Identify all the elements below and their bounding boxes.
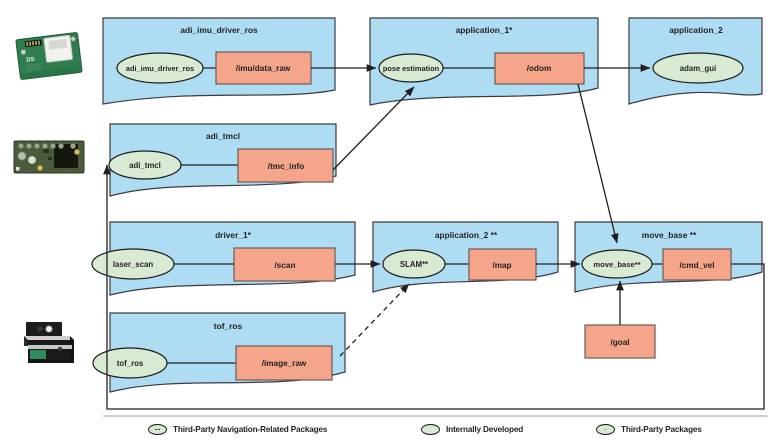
topic-box-image-raw[interactable] [235,345,333,381]
imu-board-svg: DS [15,32,83,80]
edge-cmd-vel-feedback-loop [106,165,765,410]
panel-title: move_base ** [642,230,697,240]
panel-adi-imu-driver-ros[interactable]: adi_imu_driver_ros adi_imu_driver_ros /i… [102,17,336,105]
node-ellipse-adam-gui[interactable] [652,52,744,84]
tmcl-board-svg [13,140,85,174]
node-label: tof_ros [117,359,144,368]
legend: Third-Party Navigation-Related Packages … [0,418,770,445]
panel-tof-ros[interactable]: tof_ros tof_ros /image_raw [92,312,346,393]
node-label: move_base** [593,260,640,269]
topic-label: /goal [610,338,629,347]
legend-item-third-party[interactable]: Third-Party Packages [596,424,702,435]
topic-label: /odom [527,64,552,73]
node-ellipse-adi-imu-driver-ros[interactable] [116,52,204,84]
edge-layer [103,64,765,410]
tof-board-image [12,316,86,380]
node-label: laser_scan [113,260,154,269]
panel-title: adi_tmcl [206,131,240,141]
panel-application-2-top[interactable]: application_2 adam_gui [628,17,763,105]
panel-move-base[interactable]: move_base ** move_base** /cmd_vel [574,221,763,293]
topic-box-imu-data-raw[interactable] [215,51,312,85]
node-ellipse-pose-estimation[interactable] [378,53,444,83]
imu-board-image: DS [10,26,88,86]
node-label: pose estimation [383,64,440,73]
panel-application-1[interactable]: application_1* pose estimation /odom [369,17,599,106]
legend-item-third-party-nav[interactable]: Third-Party Navigation-Related Packages [148,424,327,435]
node-ellipse-tof-ros[interactable] [92,347,168,379]
topic-box-scan[interactable] [233,247,336,282]
panel-title: driver_1* [215,230,252,240]
legend-item-internally-developed[interactable]: Internally Developed [421,424,523,435]
tof-board-svg [24,322,74,363]
topic-label: /cmd_vel [679,261,714,270]
svg-text:DS: DS [26,57,35,64]
topic-label: /imu/data_raw [236,64,291,73]
ellipse-two-dots-icon [148,424,167,435]
topic-goal-group[interactable]: /goal [584,324,656,359]
panel-adi-tmcl[interactable]: adi_tmcl adi_tmcl /tmc_info [108,123,337,197]
tmcl-board-image [10,135,88,179]
ellipse-plain-icon [421,424,440,435]
panel-title: application_2 ** [435,230,498,240]
node-label: SLAM** [400,260,429,269]
edge-tmc-info-to-pose [332,86,415,171]
panel-title: application_1* [456,25,514,35]
legend-label: Internally Developed [446,425,524,434]
panel-title: tof_ros [214,321,243,331]
node-ellipse-laser-scan[interactable] [91,248,175,280]
node-label: adi_imu_driver_ros [126,64,194,73]
topic-label: /image_raw [262,359,307,368]
topic-box-odom[interactable] [494,52,585,85]
topic-box-goal[interactable] [584,324,656,359]
topic-label: /tmc_info [268,162,304,171]
ellipse-one-dot-icon [596,424,615,435]
panel-application-2-slam[interactable]: application_2 ** SLAM** /map [372,221,559,293]
panel-title: adi_imu_driver_ros [180,25,258,35]
topic-box-tmc-info[interactable] [237,148,334,183]
node-ellipse-move-base[interactable] [581,249,653,279]
topic-label: /map [492,261,511,270]
legend-label: Third-Party Packages [621,425,702,434]
panel-title: application_2 [669,25,723,35]
node-ellipse-slam[interactable] [382,249,446,279]
legend-label: Third-Party Navigation-Related Packages [173,425,328,434]
topic-label: /scan [275,261,296,270]
panel-driver-1[interactable]: driver_1* laser_scan /scan [91,221,356,296]
node-label: adi_tmcl [129,161,161,170]
node-label: adam_gui [680,64,716,73]
edge-odom-to-move-base [577,83,619,244]
edge-image-raw-to-slam-dashed [339,283,410,357]
